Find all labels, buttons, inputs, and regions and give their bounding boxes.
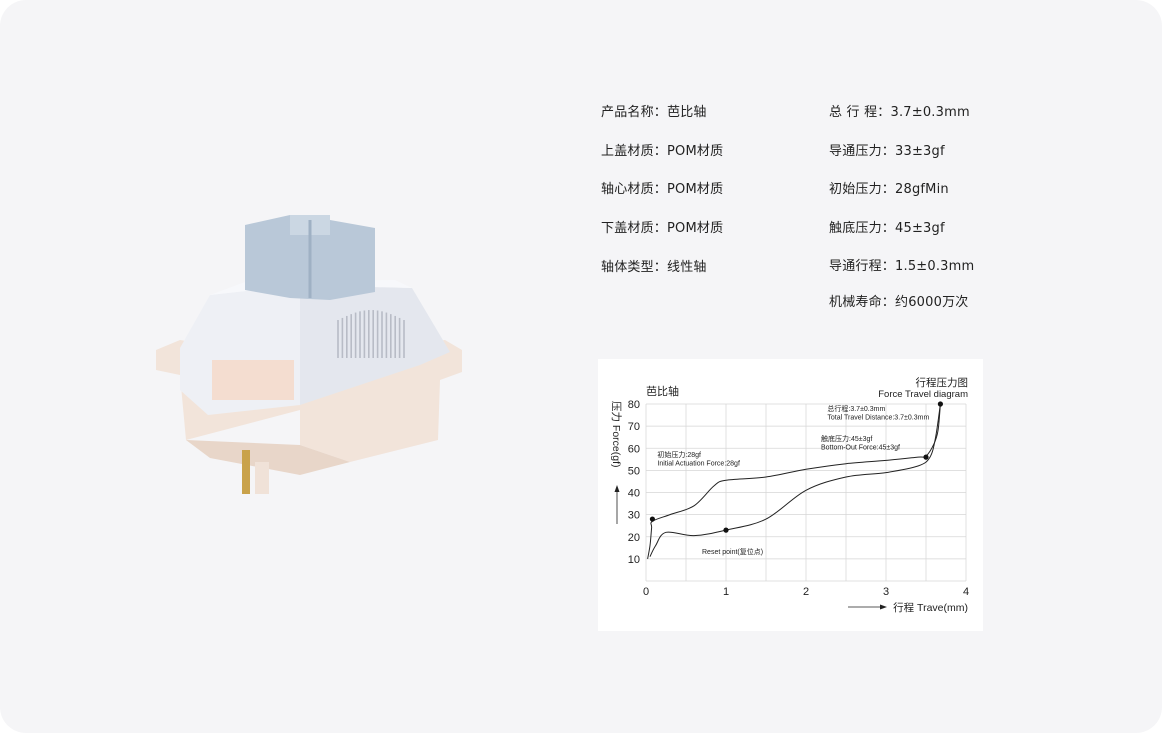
- spec-row: 触底压力：45±3gf: [829, 217, 945, 236]
- spec-value: 1.5±0.3mm: [895, 259, 975, 274]
- y-tick-label: 20: [628, 532, 640, 544]
- chart-grid: [645, 403, 967, 582]
- spec-label: 机械寿命：: [829, 295, 896, 310]
- spec-value: 3.7±0.3mm: [890, 105, 970, 120]
- spec-row: 下盖材质：POM材质: [601, 217, 723, 236]
- switch-illustration: [156, 215, 462, 494]
- annotation-label: Reset point(复位点): [702, 547, 763, 556]
- spec-row: 初始压力：28gfMin: [829, 178, 949, 197]
- spec-value: 约6000万次: [895, 295, 969, 310]
- spec-row: 机械寿命：约6000万次: [829, 291, 969, 310]
- chart-x-axis-label: 行程 Trave(mm): [893, 601, 968, 614]
- annotation-label: 总行程:3.7±0.3mm: [827, 404, 885, 413]
- y-tick-label: 60: [628, 443, 640, 455]
- annotation-label: 初始压力:28gf: [657, 450, 701, 459]
- x-tick-label: 1: [723, 586, 729, 598]
- switch-post: [255, 462, 269, 494]
- chart-subtitle: Force Travel diagram: [878, 389, 968, 400]
- spec-label: 产品名称：: [601, 105, 668, 120]
- chart-series: [647, 403, 941, 559]
- bottom-housing-base: [186, 440, 350, 475]
- spec-value: POM材质: [667, 143, 724, 159]
- spec-value: 45±3gf: [895, 220, 945, 236]
- spec-label: 导通行程：: [829, 259, 896, 274]
- top-housing-side: [300, 285, 450, 405]
- spec-value: POM材质: [667, 221, 724, 237]
- spec-value: 芭比轴: [667, 105, 707, 120]
- series-line-press: [647, 403, 941, 559]
- spec-row: 产品名称：芭比轴: [601, 101, 707, 120]
- spec-value: 28gfMin: [895, 182, 949, 197]
- spec-row: 导通压力：33±3gf: [829, 140, 945, 159]
- y-tick-label: 10: [628, 554, 640, 566]
- annotation-label-en: Initial Actuation Force:28gf: [657, 461, 740, 468]
- spec-label: 上盖材质：: [601, 143, 668, 159]
- x-axis-arrow: [848, 604, 887, 610]
- annotation-marker: [923, 454, 929, 460]
- annotation-marker: [723, 527, 729, 533]
- y-tick-label: 50: [628, 465, 640, 477]
- spec-label: 初始压力：: [829, 182, 896, 197]
- housing-window: [212, 360, 294, 400]
- y-axis-arrow: [614, 485, 620, 524]
- switch-pin: [242, 450, 250, 494]
- annotation-label: 触底压力:45±3gf: [821, 434, 872, 443]
- spec-label: 轴体类型：: [601, 259, 668, 275]
- spec-value: 33±3gf: [895, 143, 945, 159]
- annotation-label-en: Bottom-Out Force:45±3gf: [821, 445, 900, 452]
- spec-row: 轴心材质：POM材质: [601, 178, 723, 197]
- x-tick-label: 4: [963, 586, 969, 598]
- annotation-label-en: Total Travel Distance:3.7±0.3mm: [827, 415, 929, 422]
- spec-value: POM材质: [667, 182, 724, 198]
- chart-series-title: 芭比轴: [646, 384, 679, 398]
- spec-row: 总 行 程：3.7±0.3mm: [829, 101, 970, 120]
- y-tick-label: 30: [628, 510, 640, 522]
- spec-label: 下盖材质：: [601, 221, 668, 237]
- chart-y-axis-label: 压力 Force(gf): [610, 401, 623, 468]
- y-tick-label: 80: [628, 399, 640, 411]
- spec-row: 上盖材质：POM材质: [601, 140, 723, 159]
- spec-label: 触底压力：: [829, 220, 896, 236]
- y-tick-label: 40: [628, 488, 640, 500]
- x-tick-label: 2: [803, 586, 809, 598]
- spec-label: 轴心材质：: [601, 182, 668, 198]
- series-line-release: [649, 403, 941, 557]
- chart-ticks: 10 20 30 40 50 60 70 80 0 1 2 3 4: [628, 399, 969, 598]
- spec-value: 线性轴: [667, 259, 707, 275]
- spec-row: 导通行程：1.5±0.3mm: [829, 255, 974, 274]
- chart-title: 行程压力图: [916, 376, 969, 389]
- spec-label: 导通压力：: [829, 143, 896, 159]
- annotation-marker: [937, 401, 943, 407]
- spec-label: 总 行 程：: [829, 105, 891, 120]
- y-tick-label: 70: [628, 421, 640, 433]
- spec-row: 轴体类型：线性轴: [601, 256, 707, 275]
- x-tick-label: 3: [883, 586, 889, 598]
- annotation-marker: [649, 516, 655, 522]
- x-tick-label: 0: [643, 586, 649, 598]
